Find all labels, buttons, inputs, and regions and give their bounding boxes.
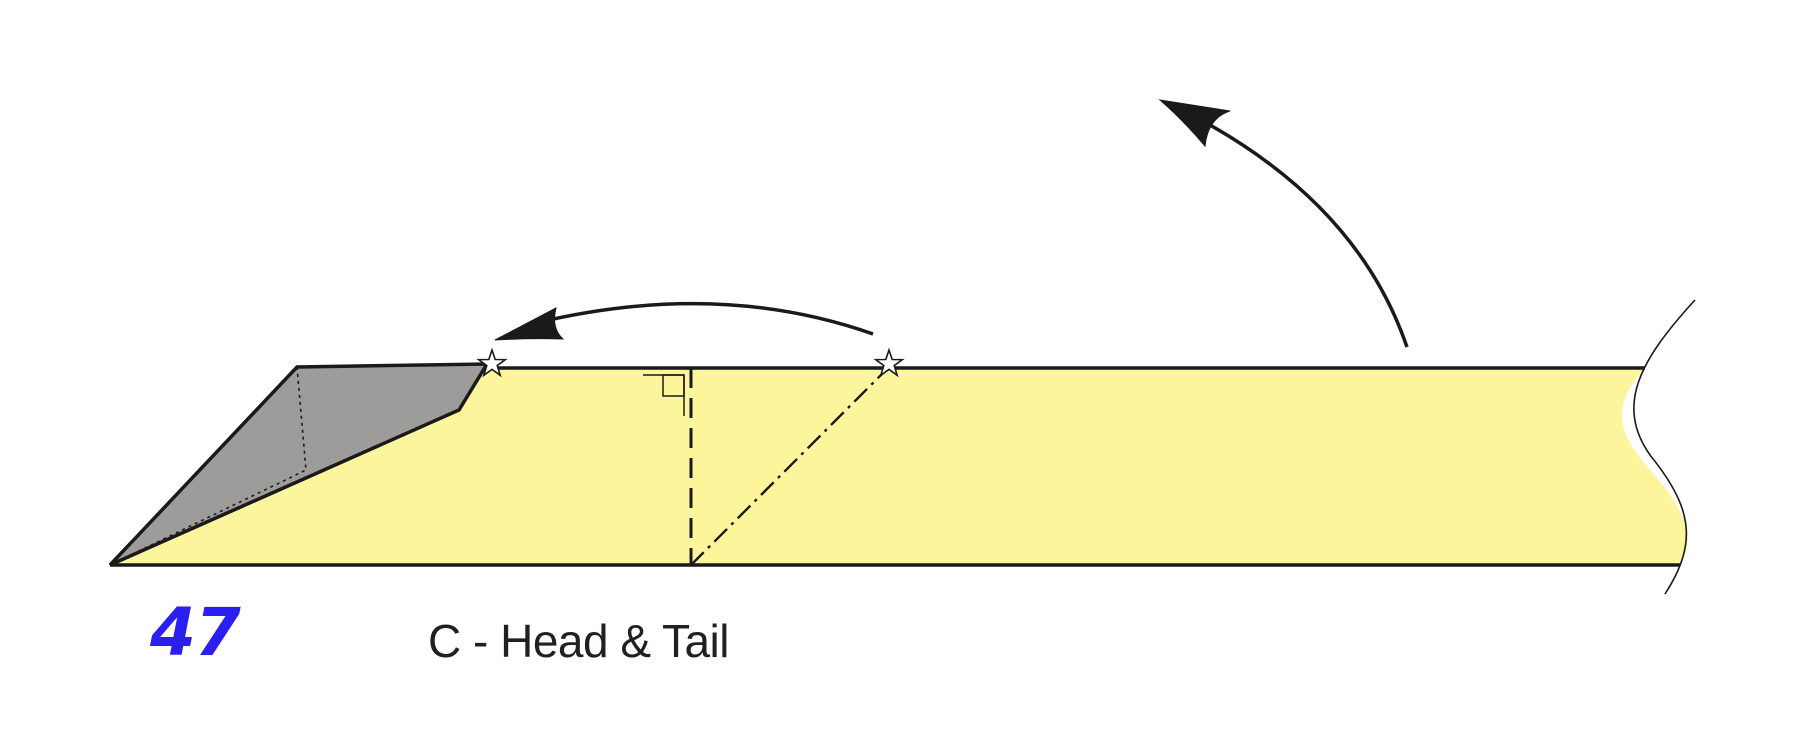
star-icon [476, 347, 508, 378]
curved-arrow-icon [1158, 99, 1409, 348]
paper-strip [110, 368, 1688, 565]
break-line [1633, 299, 1696, 595]
mountain-fold-line [690, 366, 890, 566]
right-angle-icon [643, 374, 685, 416]
curved-arrow-icon [494, 301, 874, 341]
step-caption: C - Head & Tail [428, 615, 730, 667]
star-icon [873, 347, 905, 378]
step-number: 47 [150, 594, 241, 671]
